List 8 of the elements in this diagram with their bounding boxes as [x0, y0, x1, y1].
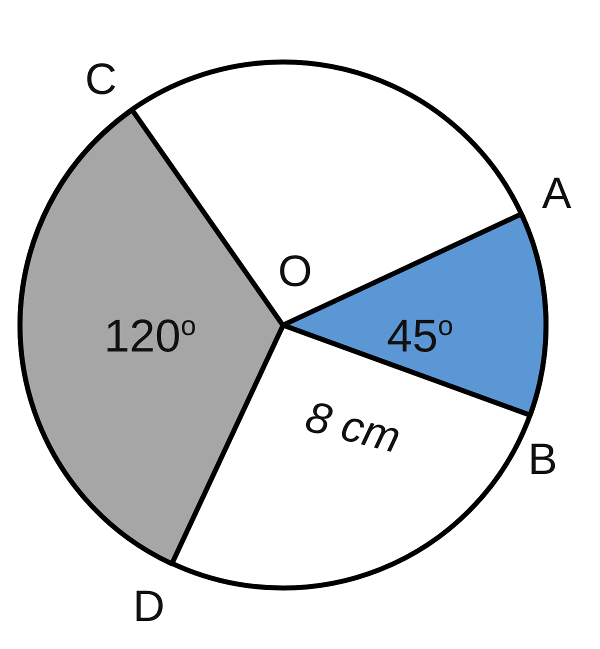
- angle-label: 45$^{o}$: [386, 312, 454, 358]
- angle-label: 120$^{o}$: [104, 312, 196, 358]
- point-label: A: [542, 172, 572, 216]
- point-label: C: [85, 58, 117, 102]
- point-label: B: [528, 438, 558, 482]
- length-label: 8 cm: [301, 395, 405, 461]
- point-label: O: [278, 250, 312, 294]
- point-label: D: [133, 585, 165, 629]
